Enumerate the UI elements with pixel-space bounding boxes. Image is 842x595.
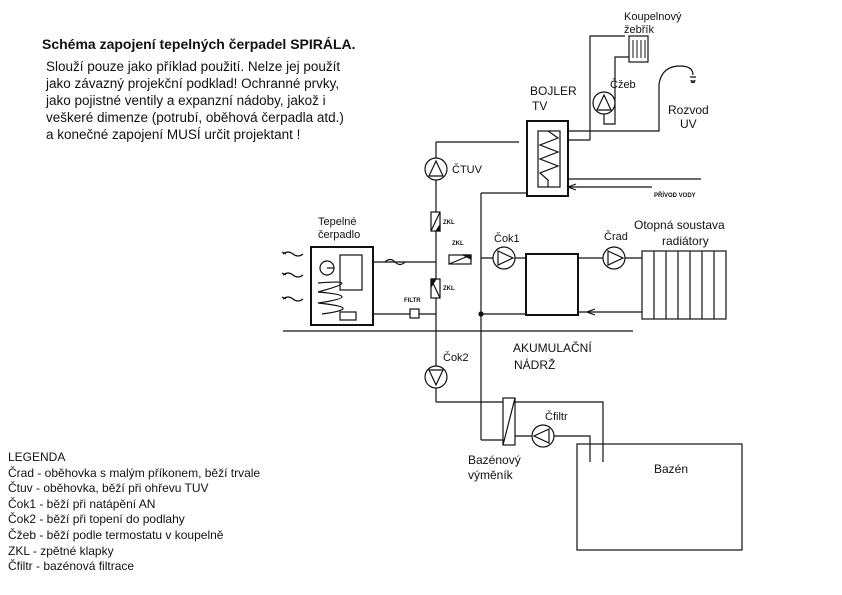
zkl-valve-top — [430, 211, 441, 232]
label-zkl-mid: ZKL — [452, 241, 464, 247]
label-bazen: Bazén — [654, 462, 689, 476]
label-uv: UV — [680, 117, 697, 131]
legend-item: Čok1 - běží při natápění AN — [8, 496, 156, 511]
label-zebrik: žebřík — [624, 24, 654, 36]
page-title: Schéma zapojení tepelných čerpadel SPIRÁ… — [42, 36, 356, 52]
note-line: jako závazný projekční podklad! Ochranné… — [46, 76, 340, 91]
label-tepelne: Tepelné — [318, 216, 357, 228]
label-cok1: Čok1 — [494, 233, 520, 245]
legend-item: Črad - oběhovka s malým příkonem, běží t… — [8, 465, 261, 480]
label-czeb: Čžeb — [610, 79, 636, 91]
cok2-pump-icon — [424, 365, 448, 389]
zkl-valve-bot — [430, 278, 441, 299]
legend-item: Čžeb - běží podle termostatu v koupelně — [8, 527, 224, 542]
heat-pump-unit — [281, 246, 374, 326]
tuv-return-pipe — [481, 178, 528, 194]
label-otopna-soustava: Otopná soustava — [634, 218, 725, 232]
label-zkl-top: ZKL — [443, 220, 455, 226]
label-tv: TV — [532, 99, 548, 113]
shower-head-icon — [690, 76, 696, 84]
legend-item: ZKL - zpětné klapky — [8, 543, 114, 558]
note-line: Slouží pouze jako příklad použití. Nelze… — [46, 59, 341, 74]
label-bojler: BOJLER — [530, 84, 577, 98]
note-line: jako pojistné ventily a expanzní nádoby,… — [46, 93, 326, 108]
label-ctuv: ČTUV — [452, 164, 482, 176]
label-crad: Črad — [604, 231, 628, 243]
boiler-tank — [526, 120, 569, 197]
label-bazenovy: Bazénový — [468, 453, 521, 467]
shower-pipe — [658, 65, 694, 85]
radiator-return-arrow — [585, 308, 596, 316]
disclaimer-note: Slouží pouze jako příklad použití. Nelze… — [46, 58, 344, 143]
bathroom-ladder — [628, 35, 649, 63]
boiler-hot-water-pipe — [568, 84, 660, 132]
note-line: veškeré dimenze (potrubí, oběhová čerpad… — [46, 110, 344, 125]
legend-item: Čtuv - oběhovka, běží při ohřevu TUV — [8, 481, 209, 496]
label-cfiltr: Čfiltr — [545, 411, 568, 423]
legend-item: Čfiltr - bazénová filtrace — [8, 559, 135, 574]
hp-supply-wave — [384, 258, 406, 266]
cold-water-arrow — [566, 183, 652, 191]
junction-dot — [478, 311, 484, 317]
label-rozvod: Rozvod — [668, 103, 709, 117]
label-privod-vody: PŘÍVOD VODY — [654, 193, 696, 199]
filter-box — [409, 308, 420, 319]
legend-heading: LEGENDA — [8, 450, 66, 464]
label-zkl-bot: ZKL — [443, 286, 455, 292]
legend: LEGENDA Črad - oběhovka s malým příkonem… — [8, 450, 260, 575]
czeb-pump-icon — [592, 91, 616, 115]
zkl-valve-mid — [448, 254, 472, 265]
label-filtr: FILTR — [404, 298, 421, 304]
label-cok2: Čok2 — [443, 352, 469, 364]
label-nadrz: NÁDRŽ — [514, 358, 556, 372]
legend-item: Čok2 - běží při topení do podlahy — [8, 512, 185, 527]
label-akumulacni: AKUMULAČNÍ — [513, 341, 592, 355]
label-koupelnovy: Koupelnový — [624, 11, 682, 23]
label-vymenik: výměník — [468, 468, 513, 482]
ctuv-pump-icon — [424, 157, 448, 181]
radiator-bank — [641, 250, 727, 320]
note-line: a konečné zapojení MUSÍ určit projektant… — [46, 127, 301, 142]
pool — [576, 443, 743, 551]
label-radiatory: radiátory — [662, 234, 709, 248]
accumulation-tank — [525, 253, 579, 316]
label-cerpadlo: čerpadlo — [318, 229, 361, 241]
